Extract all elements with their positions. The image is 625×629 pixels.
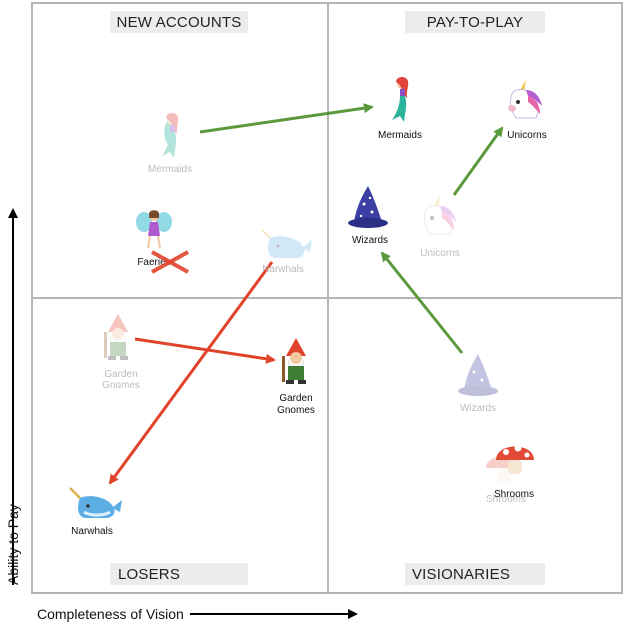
label-mermaids-faded: Mermaids bbox=[148, 164, 192, 175]
label-shrooms-faded: Shrooms bbox=[486, 494, 526, 505]
red-x-icon bbox=[151, 250, 189, 274]
mermaid-icon bbox=[392, 76, 409, 122]
label-gnomes-1: Garden bbox=[279, 393, 312, 404]
narwhal-icon-faded bbox=[261, 229, 312, 258]
arrow-wizards-up bbox=[380, 251, 464, 354]
label-gnomes-faded-2: Gnomes bbox=[102, 380, 140, 391]
narwhal-icon bbox=[69, 487, 122, 518]
mushroom-icon bbox=[496, 444, 534, 474]
arrow-gnomes-right bbox=[134, 337, 276, 364]
garden-gnome-icon bbox=[282, 338, 306, 384]
quadrant-grid bbox=[31, 2, 623, 594]
garden-gnome-icon-faded bbox=[104, 314, 128, 360]
fairy-icon bbox=[136, 210, 172, 249]
arrow-mermaids-up bbox=[199, 103, 374, 134]
wizard-hat-icon-faded bbox=[458, 354, 498, 396]
unicorn-icon bbox=[508, 80, 542, 119]
svg-text:VISIONARIES: VISIONARIES bbox=[412, 566, 510, 583]
quadrant-label-new-accounts: NEW ACCOUNTS bbox=[110, 11, 248, 33]
x-axis-label: Completeness of Vision bbox=[37, 606, 184, 622]
mermaid-icon-faded bbox=[162, 112, 179, 158]
label-wizards: Wizards bbox=[352, 235, 388, 246]
label-narwhals: Narwhals bbox=[71, 526, 113, 537]
arrow-narwhals-down bbox=[108, 261, 274, 485]
label-unicorns-faded: Unicorns bbox=[420, 248, 459, 259]
label-mermaids: Mermaids bbox=[378, 130, 422, 141]
unicorn-icon-faded bbox=[423, 196, 456, 235]
label-gnomes-2: Gnomes bbox=[277, 405, 315, 416]
label-unicorns: Unicorns bbox=[507, 130, 546, 141]
label-narwhals-faded: Narwhals bbox=[262, 264, 304, 275]
quadrant-label-losers: LOSERS bbox=[110, 563, 248, 585]
quadrant-label-visionaries: VISIONARIES bbox=[405, 563, 545, 585]
svg-text:LOSERS: LOSERS bbox=[118, 566, 180, 583]
label-shrooms: Shrooms bbox=[494, 489, 534, 500]
wizard-hat-icon bbox=[348, 186, 388, 228]
y-axis-label: Ability to Pay bbox=[5, 504, 21, 585]
label-wizards-faded: Wizards bbox=[460, 403, 496, 414]
svg-text:PAY-TO-PLAY: PAY-TO-PLAY bbox=[427, 14, 523, 31]
svg-text:NEW ACCOUNTS: NEW ACCOUNTS bbox=[117, 14, 242, 31]
arrow-unicorns-up bbox=[452, 126, 504, 196]
label-faeries: Faeries bbox=[137, 257, 170, 268]
quadrant-label-pay-to-play: PAY-TO-PLAY bbox=[405, 11, 545, 33]
label-gnomes-faded-1: Garden bbox=[104, 369, 137, 380]
